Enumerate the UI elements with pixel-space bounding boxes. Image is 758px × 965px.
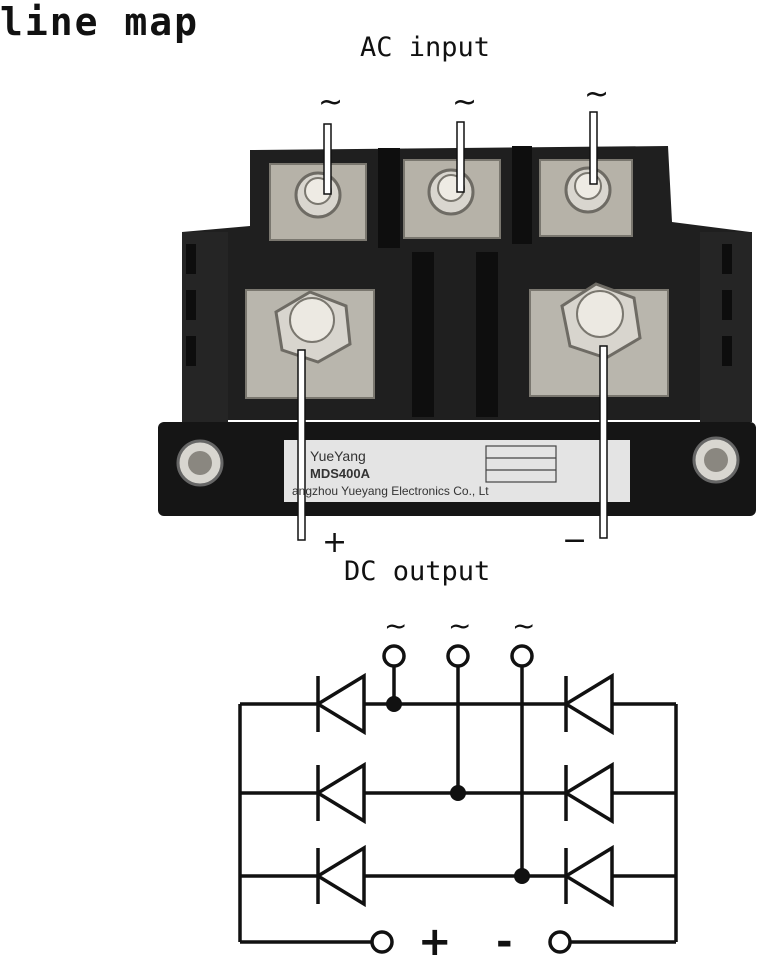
sch-ac-symbol-2: ~ xyxy=(448,609,472,642)
label-brand: YueYang xyxy=(310,448,366,464)
label-mini-schematic xyxy=(485,445,557,483)
diode-left-1 xyxy=(314,672,366,736)
label-model: MDS400A xyxy=(310,466,370,481)
ac-symbol-1: ~ xyxy=(318,85,344,120)
diode-left-3 xyxy=(314,844,366,908)
mount-hole-left-inner xyxy=(188,451,212,475)
ac-terminal-2 xyxy=(446,644,470,668)
sch-ac-symbol-3: ~ xyxy=(512,609,536,642)
dc-minus-terminal xyxy=(548,930,572,954)
sch-plus-symbol: + xyxy=(418,919,452,965)
dc-minus-symbol: − xyxy=(562,523,588,558)
sch-minus-symbol: - xyxy=(496,919,513,965)
sch-ac-symbol-1: ~ xyxy=(384,609,408,642)
callout-lines xyxy=(297,111,608,541)
diode-right-3 xyxy=(562,844,614,908)
label-plate xyxy=(284,440,630,502)
diode-right-1 xyxy=(562,672,614,736)
junction-dots xyxy=(386,696,530,884)
ac-terminal-1 xyxy=(382,644,406,668)
page-title: line map xyxy=(0,0,200,44)
dc-plus-symbol: + xyxy=(322,525,348,560)
label-maker: angzhou Yueyang Electronics Co., Lt xyxy=(292,484,489,498)
ac-symbol-2: ~ xyxy=(452,85,478,120)
ac-input-label: AC input xyxy=(360,32,491,63)
ac-symbol-3: ~ xyxy=(584,77,610,112)
ac-terminal-3 xyxy=(510,644,534,668)
diode-left-2 xyxy=(314,761,366,825)
dc-screws xyxy=(274,282,642,364)
dc-plus-terminal xyxy=(370,930,394,954)
mount-hole-right-inner xyxy=(704,448,728,472)
diode-right-2 xyxy=(562,761,614,825)
dc-output-label: DC output xyxy=(344,556,491,587)
